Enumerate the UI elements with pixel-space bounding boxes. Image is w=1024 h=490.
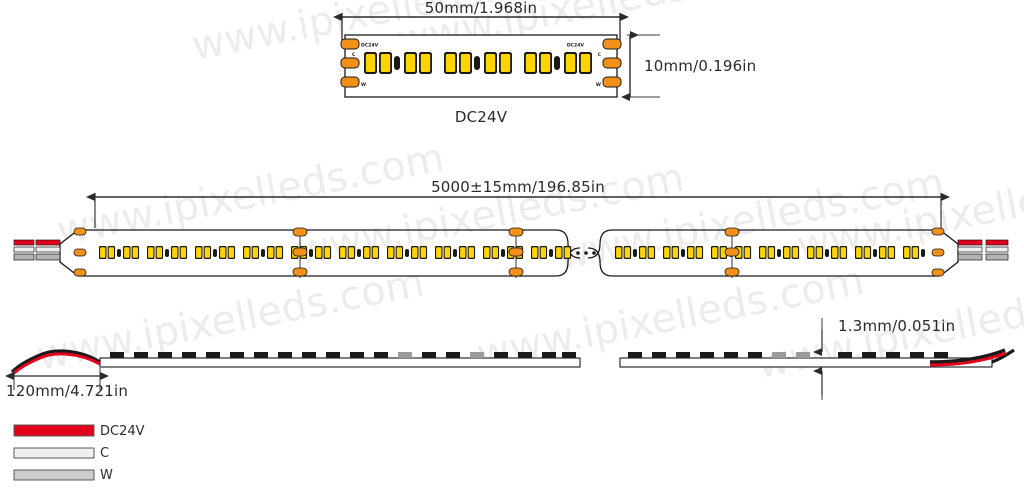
resistor [554, 56, 560, 70]
dimension-label-length: 5000±15mm/196.85in [431, 178, 605, 196]
legend-item: DC24V [13, 424, 145, 439]
legend-swatch-dc24v [13, 424, 95, 437]
pad-label-w-left: W [361, 82, 366, 88]
dimension-label-height: 10mm/0.196in [644, 57, 756, 75]
wire-end-right [931, 227, 1009, 277]
pad-group-right: DC24V C W [567, 38, 622, 88]
pad-label-c-right: C [598, 52, 602, 58]
cut-pad-group [292, 227, 740, 278]
pad-label-w-right: W [596, 82, 601, 88]
lead-wire-red-left [10, 352, 101, 377]
led-profile-row-right [628, 352, 948, 358]
legend-label-w: W [100, 468, 113, 483]
side-view-left: 120mm/4.721in [5, 349, 581, 400]
pad-label-dc24v-left: DC24V [361, 43, 379, 49]
cable-bundle [13, 239, 61, 261]
dimension-label-width: 50mm/1.968in [425, 0, 537, 17]
legend-swatch-c [13, 447, 95, 459]
legend-item: W [13, 468, 113, 483]
cable-bundle [957, 239, 1009, 261]
pad-group-left: DC24V C W [340, 38, 379, 88]
main-strip-view: 5000±15mm/196.85in [13, 178, 1009, 278]
led-profile-row-left [110, 352, 576, 358]
resistor [394, 56, 400, 70]
resistor [474, 56, 480, 70]
pcb-profile-left [99, 357, 581, 368]
side-view-right: 1.3mm/0.051in [619, 317, 1015, 400]
legend: DC24V C W [13, 424, 145, 483]
led-row-top [364, 52, 592, 74]
pad-label-dc24v-right: DC24V [567, 43, 585, 49]
dimension-label-thickness: 1.3mm/0.051in [838, 317, 955, 335]
legend-item: C [13, 446, 109, 461]
legend-label-c: C [100, 446, 109, 461]
wire-end-left [13, 227, 87, 277]
pad-label-c-left: C [352, 52, 356, 58]
break-marker [576, 251, 596, 255]
dimension-label-lead: 120mm/4.721in [6, 382, 128, 400]
legend-label-dc24v: DC24V [100, 424, 145, 439]
lead-wire-red-right [929, 351, 1007, 367]
top-detail-view: 50mm/1.968in DC24V C W DC24V C W [333, 0, 756, 126]
lead-wire-outline-left [10, 349, 101, 374]
led-row-main-left [99, 246, 572, 259]
top-view-caption: DC24V [455, 108, 508, 126]
legend-swatch-w [13, 469, 95, 481]
led-row-main-right [615, 246, 925, 259]
lead-wire-outline-right [929, 348, 1006, 364]
